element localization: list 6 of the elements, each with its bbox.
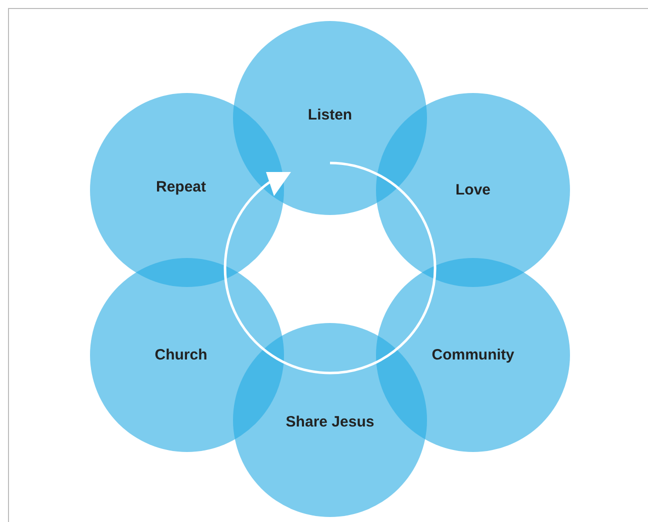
circle-label: Repeat: [156, 178, 206, 196]
circle-label: Listen: [308, 106, 352, 124]
circle-label: Church: [154, 346, 208, 364]
circle-label: Love: [456, 182, 490, 198]
circle-label: Share Jesus: [286, 414, 374, 430]
circle-label: Community: [432, 346, 514, 364]
